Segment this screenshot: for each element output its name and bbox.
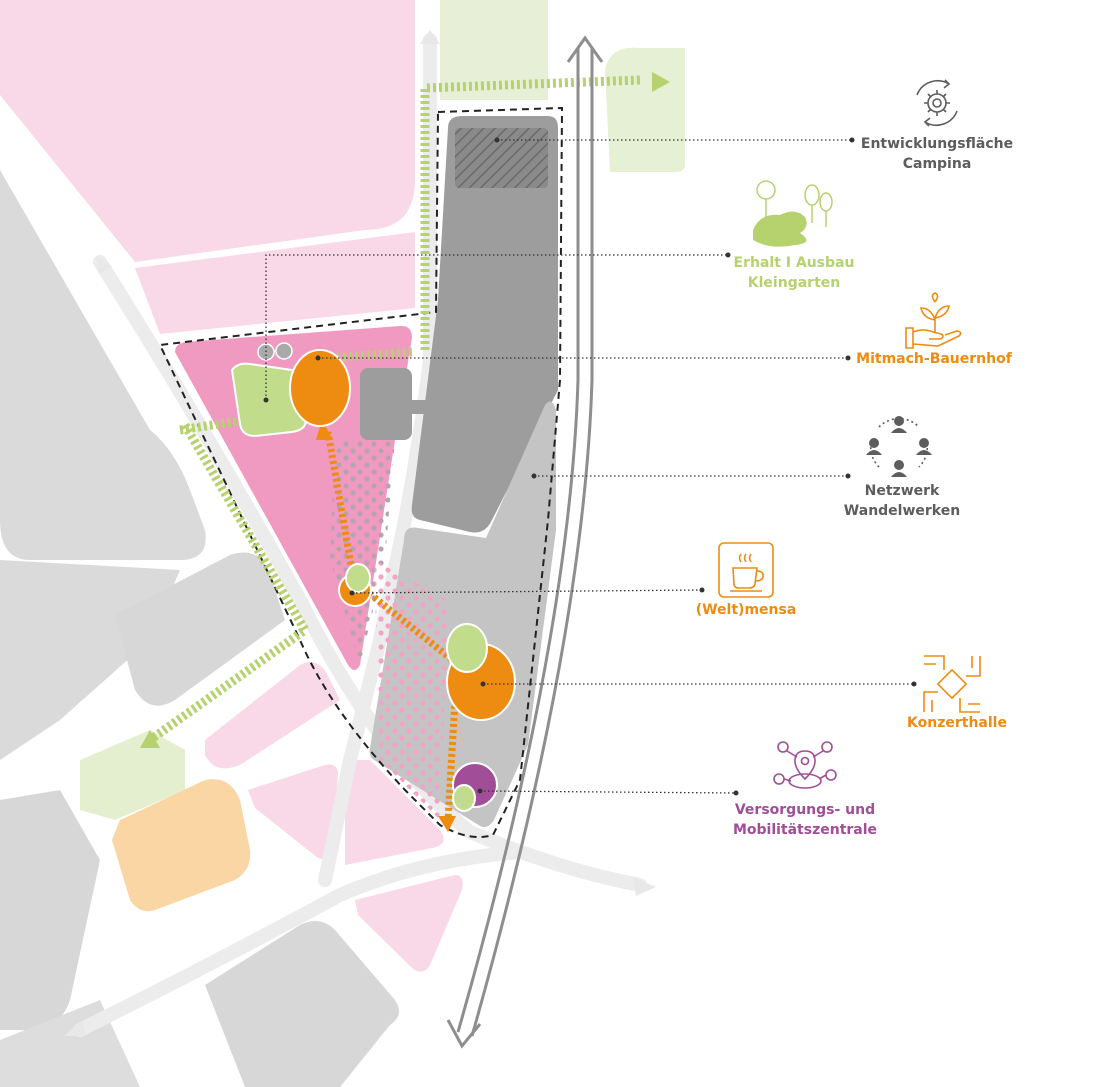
hand-plant-icon [905,292,962,349]
legend-label-campina-line-2: Campina [902,156,972,172]
green-block-sw [80,730,185,820]
joined-hands-icon [923,655,981,713]
hatched-area [455,128,548,188]
site-boundary [158,106,564,838]
legend-label-kleingarten-line-1: Erhalt I Ausbau [733,255,855,271]
leader-lines [265,139,914,794]
legend-label-kleingarten-line-2: Kleingarten [747,275,841,291]
green-block-east [605,47,685,172]
gear-cycle-icon [916,79,958,127]
road-arrow-n [420,30,440,44]
road-arrow-sw [64,1020,86,1036]
legend-label-konzerthalle: Konzerthalle [847,713,1067,733]
legend-label-bauernhof-line-1: Mitmach-Bauernhof [856,351,1012,367]
konzerthalle-green-marker [446,623,488,673]
road-arrow-e [634,878,656,896]
pink-block-se [355,875,463,972]
grey-block-mid [115,552,285,706]
green-strip-north [440,0,548,100]
green-arrow-sw [140,730,160,748]
legend-label-mensa: (Welt)mensa [636,600,856,620]
pink-block-north [0,0,415,262]
legend-label-netzwerk-line-2: Wandelwerken [843,503,961,519]
pink-block-south [345,760,444,865]
grey-block-sw [0,790,100,1030]
trees-icon [753,180,833,247]
mensa-green-marker [345,563,371,593]
dotted-area-west [330,440,395,665]
legend-label-bauernhof: Mitmach-Bauernhof [824,349,1044,369]
legend-label-kleingarten: Erhalt I Ausbau Kleingarten [684,253,904,293]
dotted-area-south [374,560,448,820]
legend-label-versorgung: Versorgungs- und Mobilitätszentrale [695,800,915,840]
legend-label-versorgung-line-2: Mobilitätszentrale [732,822,878,838]
legend-label-konzerthalle-line-1: Konzerthalle [907,715,1007,731]
bauernhof-marker [289,349,351,427]
road-arrow-nw [96,256,112,274]
legend-label-netzwerk: Netzwerk Wandelwerken [792,481,1012,521]
peach-block [112,779,251,912]
rail-arrow-north [566,35,604,63]
leader-end-dots [263,137,917,796]
orange-routes [324,431,459,821]
orange-arrow-south [438,816,456,832]
rail-arrow-south [446,1019,482,1049]
versorgung-green-marker [452,784,476,812]
legend-label-netzwerk-line-1: Netzwerk [864,483,940,499]
background-blocks [0,0,685,1087]
green-paths [147,75,641,744]
pink-block-strip [135,232,415,334]
railway [456,48,594,1037]
annex-link [405,400,433,414]
small-grey-marker-2 [275,342,293,360]
legend-label-versorgung-line-1: Versorgungs- und [734,802,876,818]
grey-block-west-top [0,170,206,560]
green-arrow-east [652,72,670,92]
annex-building [360,368,412,440]
grey-block-south [205,921,399,1087]
legend-label-mensa-line-1: (Welt)mensa [695,602,797,618]
coffee-cup-icon [718,542,774,598]
pink-block-small [248,764,338,859]
people-network-icon [866,416,932,477]
legend-label-campina-line-1: Entwicklungsfläche [860,136,1014,152]
legend-label-campina: Entwicklungsfläche Campina [827,134,1047,174]
location-hub-icon [773,741,837,789]
pink-block-mid [205,662,340,769]
orange-arrow-north [316,420,333,440]
main-building [411,116,558,533]
